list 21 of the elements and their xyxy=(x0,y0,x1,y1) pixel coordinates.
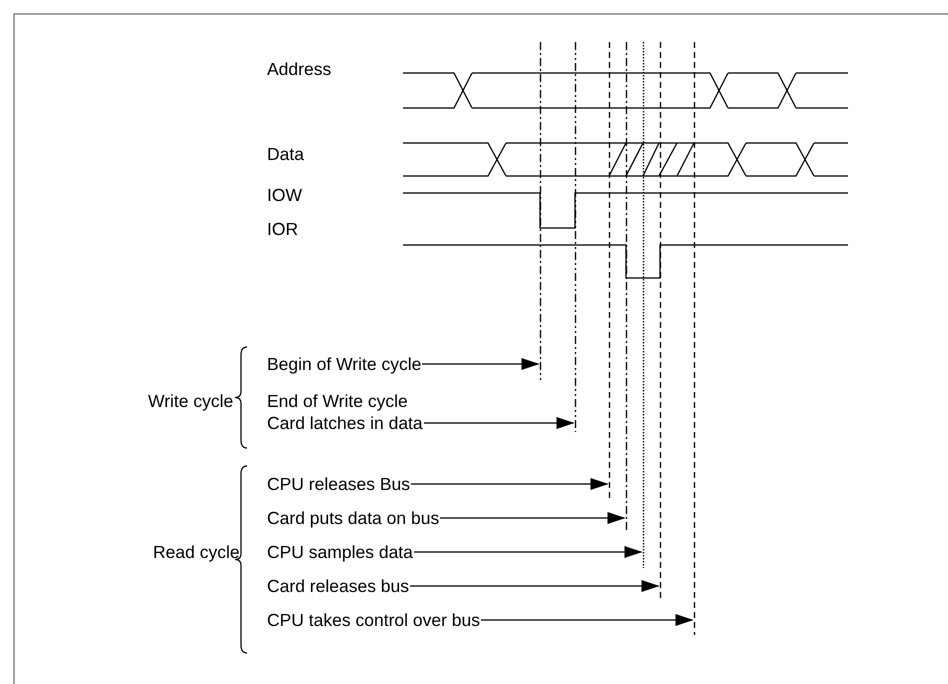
arrow xyxy=(424,417,574,429)
arrow xyxy=(410,580,660,592)
arrow xyxy=(481,614,694,626)
signal-name: Address xyxy=(267,59,332,79)
annotation-text: Card latches in data xyxy=(267,413,423,433)
annotation-text: Card puts data on bus xyxy=(267,508,440,528)
arrow xyxy=(411,478,608,490)
signal-name: Data xyxy=(267,144,304,164)
annotation-text: End of Write cycle xyxy=(267,391,408,411)
arrow xyxy=(422,358,540,370)
annotation-text: CPU releases Bus xyxy=(267,474,410,494)
annotation-text: Card releases bus xyxy=(267,576,410,596)
cycle-label: Write cycle xyxy=(148,391,234,411)
annotation-text: CPU samples data xyxy=(267,542,413,562)
signal-name: IOR xyxy=(267,219,298,239)
cycle-label: Read cycle xyxy=(153,542,240,562)
arrow xyxy=(440,512,626,524)
arrow xyxy=(414,546,642,558)
annotation-text: Begin of Write cycle xyxy=(267,354,422,374)
signal-name: IOW xyxy=(267,185,302,205)
annotation-text: CPU takes control over bus xyxy=(267,610,480,630)
